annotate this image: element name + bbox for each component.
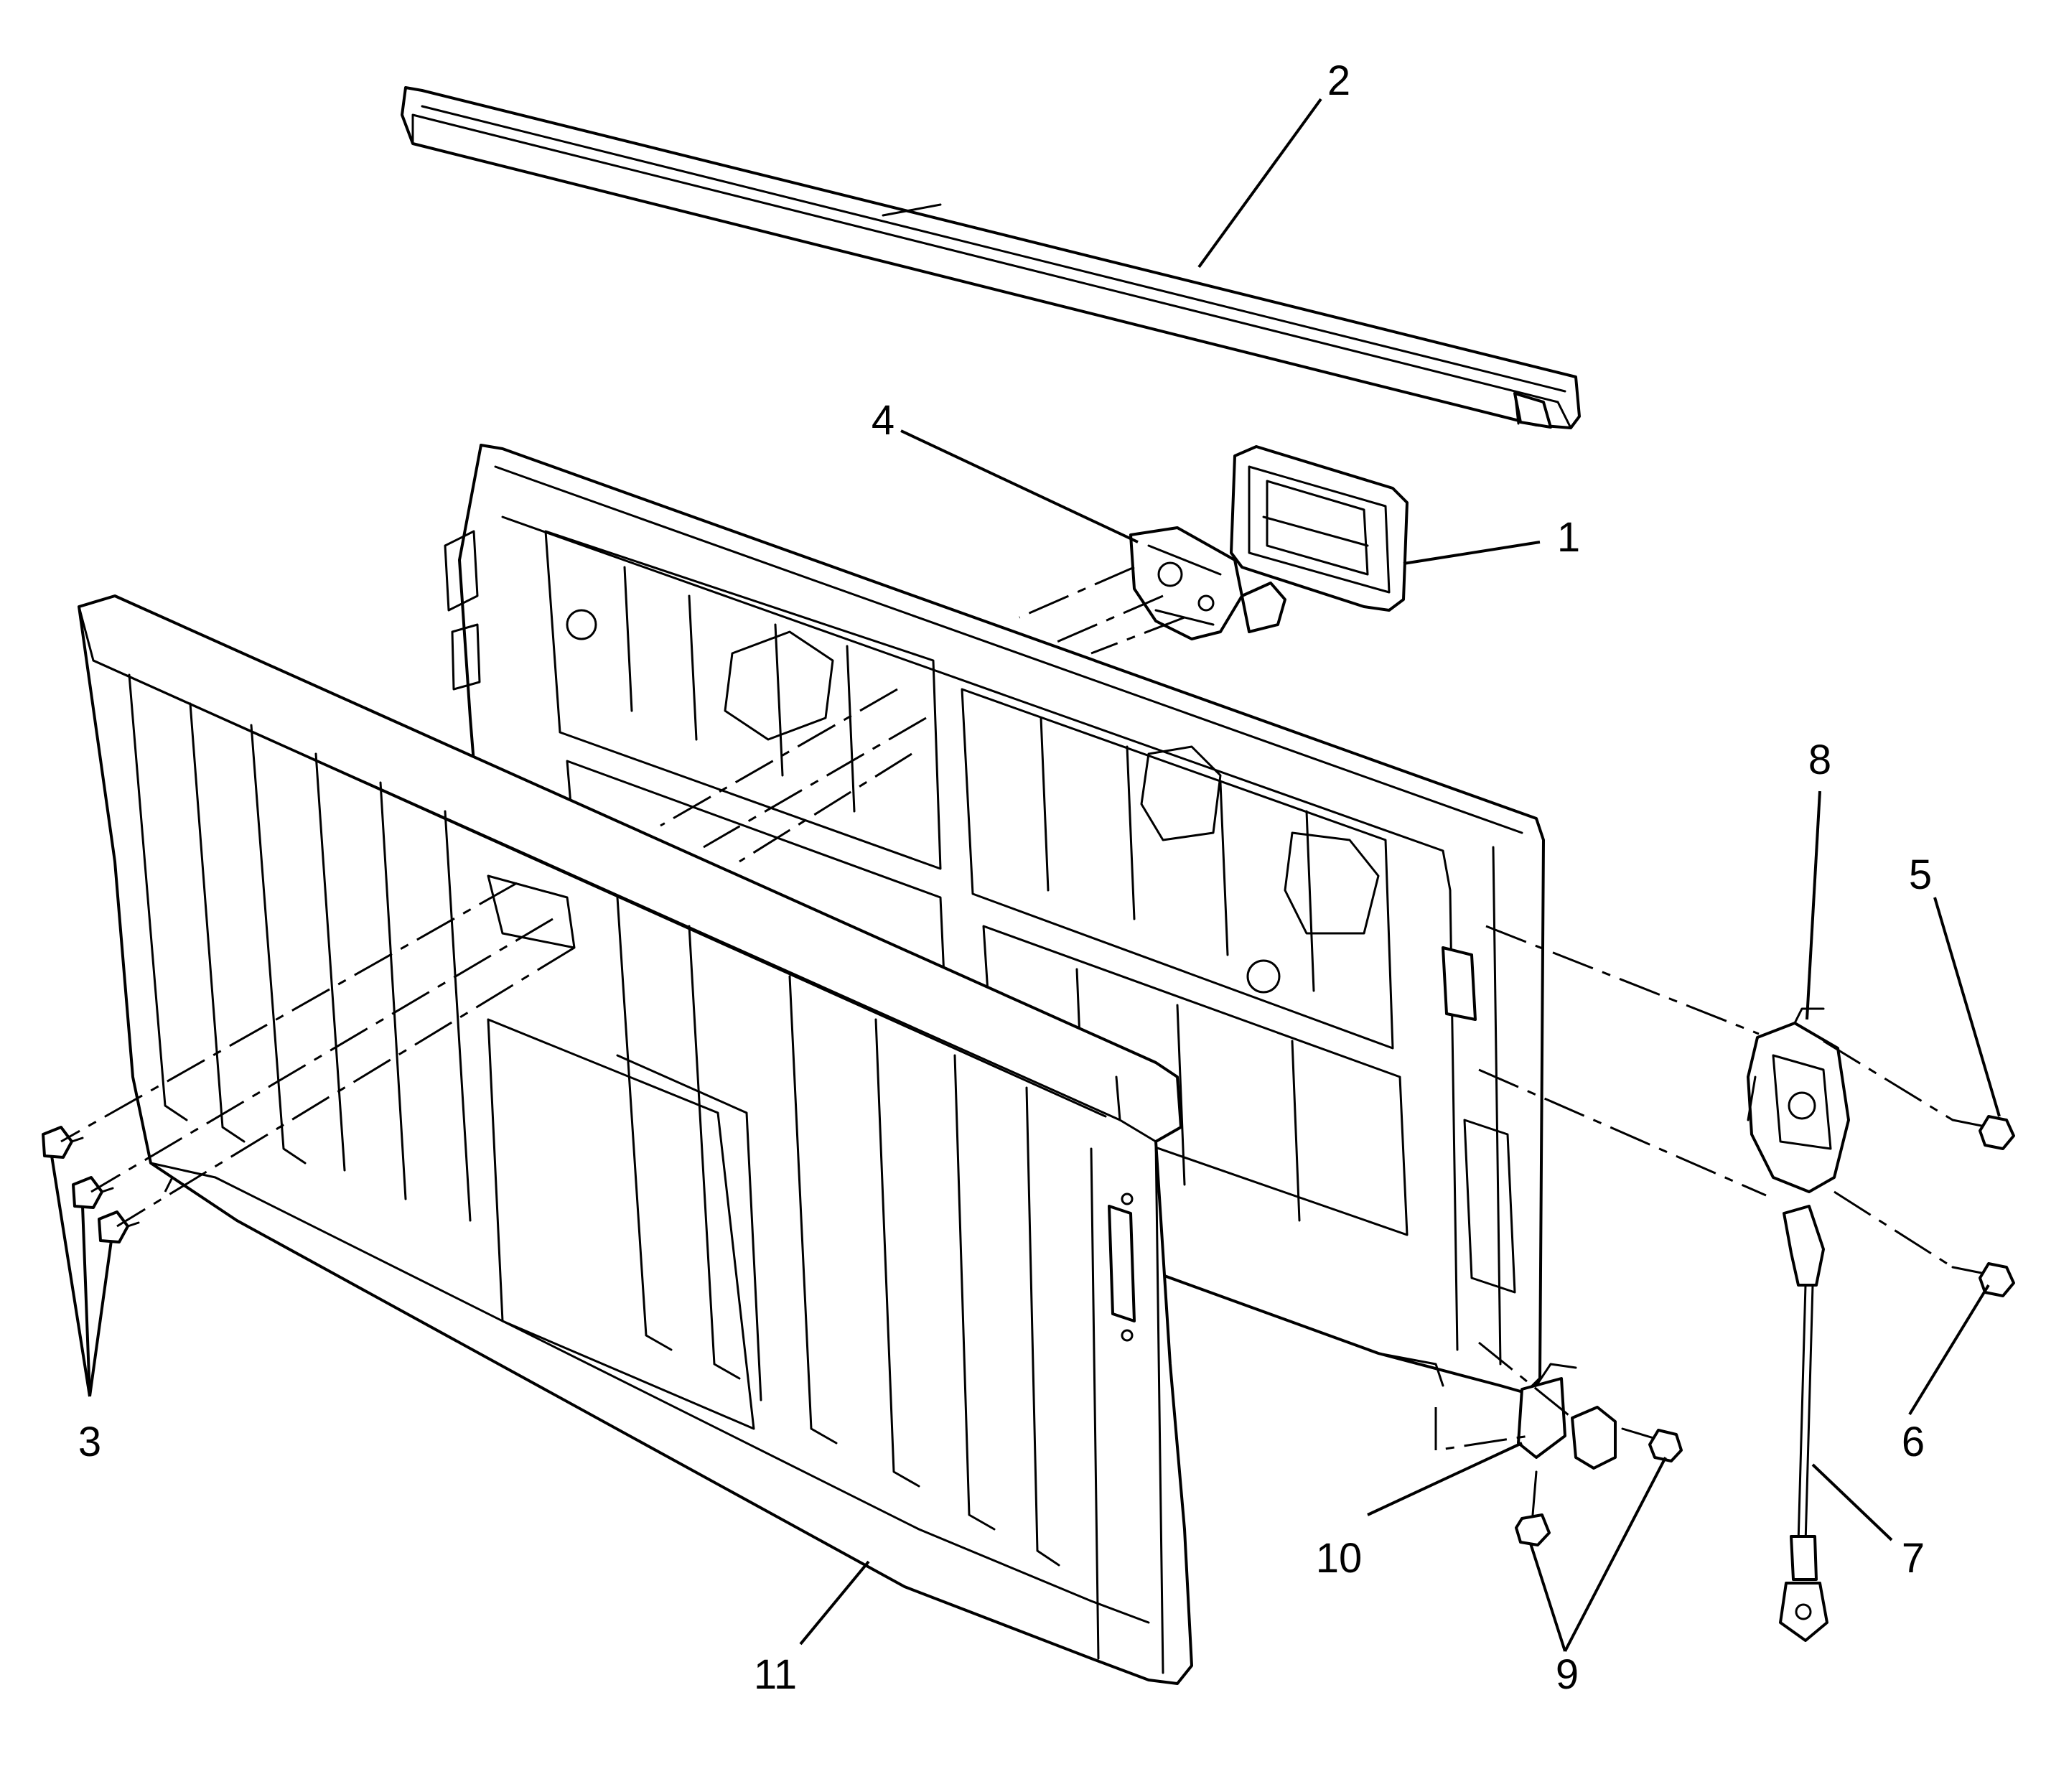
tailgate-latch: [1747, 1007, 1850, 1193]
callout-labels: 2 1 4 8 5 6 7 10 9 11 3: [78, 57, 1932, 1698]
callout-10: 10: [1316, 1535, 1363, 1582]
leader-6: [1908, 1284, 1990, 1416]
tailgate-panel-bolts: [42, 1126, 140, 1243]
leader-2: [1197, 98, 1322, 269]
callout-4: 4: [872, 397, 894, 444]
callout-6: 6: [1902, 1419, 1925, 1465]
callout-1: 1: [1557, 514, 1580, 561]
callout-11: 11: [754, 1651, 797, 1698]
tailgate-handle-bezel: [1230, 445, 1409, 612]
leader-1: [1403, 541, 1541, 565]
alignment-lines: [60, 566, 1953, 1452]
callout-7: 7: [1902, 1535, 1925, 1582]
callout-leaders: [50, 98, 2001, 1652]
leader-10: [1367, 1442, 1523, 1516]
callout-9: 9: [1556, 1651, 1579, 1698]
leader-4: [900, 429, 1139, 543]
leader-9a: [1529, 1543, 1566, 1652]
tailgate-inner-panel: [444, 444, 1545, 1394]
leader-9b: [1564, 1457, 1667, 1652]
leader-8: [1806, 790, 1821, 1020]
tailgate-support-cable: [1779, 1205, 1828, 1642]
leader-3a: [50, 1155, 91, 1397]
leader-7: [1811, 1463, 1893, 1541]
leader-11: [799, 1560, 870, 1646]
tailgate-striker: [1517, 1363, 1617, 1470]
leader-3c: [88, 1240, 113, 1397]
latch-bolt-upper: [1951, 1115, 2015, 1150]
leader-3b: [81, 1205, 91, 1397]
tailgate-outer-panel: [78, 594, 1193, 1685]
callout-3: 3: [78, 1419, 101, 1465]
callout-8: 8: [1808, 737, 1831, 783]
latch-bolt-lower: [1951, 1262, 2015, 1297]
tailgate-top-cap: [401, 86, 1581, 429]
callout-2: 2: [1327, 57, 1350, 104]
callout-5: 5: [1909, 851, 1932, 898]
leader-5: [1933, 897, 2001, 1117]
striker-bolts: [1515, 1427, 1683, 1546]
tailgate-handle-bracket: [1129, 526, 1286, 640]
